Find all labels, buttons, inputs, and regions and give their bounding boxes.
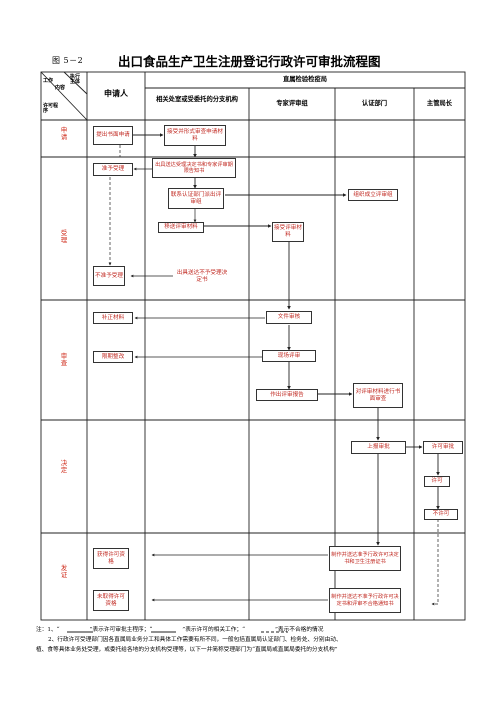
header-applicant: 申请人: [104, 89, 128, 98]
page-title: 出口食品生产卫生注册登记行政许可审批流程图: [118, 54, 381, 69]
document-review-box: 文件审核: [266, 311, 312, 324]
stage-accept: 受理: [60, 229, 68, 245]
note-1-unqualified: ”表示不合格的情况: [275, 627, 324, 633]
submit-approval-box: 上报审批: [351, 441, 406, 454]
note-2: 2、行政许可受理部门因各直属局业务分工和具体工作需要有所不同，一般包括直属局认证…: [48, 637, 342, 643]
figure-number: 图 5－2: [52, 56, 84, 65]
corner-procedure: 许可程序: [43, 103, 59, 114]
make-no-permit-box: 制作并送达不准予行政许可决定书和评审不合格通知书: [329, 588, 401, 613]
review-report-box: 作出评审报告: [256, 389, 318, 401]
corner-executor: 执行主体: [70, 74, 81, 85]
stage-review: 审查: [60, 352, 68, 368]
no-permit-box: 不许可: [424, 509, 458, 520]
not-accept-notice-text: 出具送达不予受理决定书: [174, 267, 230, 286]
form-team-box: 组织成立评审组: [348, 189, 398, 201]
header-director: 主管局长: [426, 100, 453, 107]
obtain-qualification-box: 获得许可资格: [93, 548, 129, 569]
permit-box: 许可: [424, 476, 450, 487]
header-cert: 认证部门: [361, 100, 388, 107]
header-bureau: 直属检验检疫局: [282, 76, 328, 83]
cert-written-review-box: 对评审材料进行书面审查: [353, 383, 403, 408]
receive-review-box: 接受并形式审查申请材料: [164, 125, 226, 146]
submit-application-box: 提出书面申请: [93, 126, 133, 145]
header-expert: 专家评审组: [276, 100, 308, 107]
site-review-box: 现场评审: [262, 350, 316, 362]
no-qualification-box: 未取得许可资格: [93, 590, 129, 611]
note-1: 注：1、“ ”表示许可审批主程序；“ ”表示许可的相关工作；“ ”表示不合格的情况: [36, 626, 476, 635]
transfer-materials-box: 移送评审材料: [158, 222, 204, 233]
note-1-related: ”表示许可的相关工作；“: [182, 627, 245, 633]
rectify-box: 限期整改: [93, 351, 133, 363]
not-accept-box: 不准予受理: [93, 266, 125, 286]
acceptance-notice-box: 出具送达受理决定书和专家评审期限告知书: [152, 158, 236, 178]
stage-issue: 发证: [60, 564, 68, 580]
note-3: 植、食等具体业务处受理，或委托给各地的分支机构受理等，以下一并简称受理部门为“直…: [36, 647, 338, 653]
header-branch: 相关处室或受委托的分支机构: [156, 96, 238, 103]
permit-approval-box: 许可审批: [423, 441, 463, 454]
stage-decide: 决定: [60, 459, 68, 475]
accept-application-box: 准予受理: [93, 163, 133, 176]
make-permit-box: 制作并送达准予行政许可决定书和卫生注册证书: [329, 546, 401, 571]
note-1-main: ”表示许可审批主程序；“: [89, 627, 153, 633]
supplement-box: 补正材料: [93, 312, 133, 324]
note-1-prefix: 注：1、“: [36, 627, 60, 633]
receive-materials-box: 接受评审材料: [272, 222, 304, 242]
corner-work: 工作: [43, 78, 54, 84]
contact-cert-box: 联系认证部门派出评审组: [168, 188, 224, 209]
stage-apply: 申请: [60, 126, 68, 142]
corner-content: 内容: [55, 85, 66, 91]
